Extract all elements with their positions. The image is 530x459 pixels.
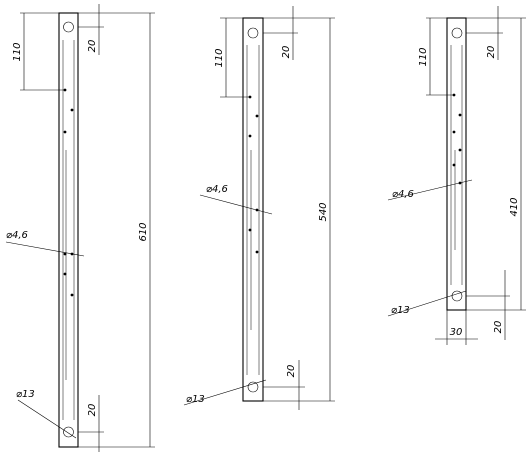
part-540-dim-20-top: 20	[281, 46, 292, 59]
part-540-bottom-hole	[247, 381, 259, 393]
part-610-dim-20-top: 20	[87, 40, 98, 53]
part-540-dim-110: 110	[214, 48, 225, 67]
part-610-bottom-hole	[63, 426, 74, 438]
part-540-bar	[242, 17, 264, 402]
part-540-large-hole-dia: ⌀13	[186, 394, 205, 405]
part-540-top-hole	[247, 27, 259, 39]
part-610-small-hole-dia: ⌀4,6	[6, 230, 28, 241]
part-540: 110 20 540 20 ⌀4,6 ⌀13	[183, 6, 335, 410]
part-540-small-holes	[248, 95, 259, 254]
part-410-dim-width: 30	[450, 327, 463, 338]
part-410-dim-110: 110	[418, 47, 429, 66]
part-610-bar	[58, 12, 79, 448]
part-610-large-hole-dia: ⌀13	[16, 389, 35, 400]
part-540-small-hole-dia: ⌀4,6	[206, 184, 228, 195]
part-410-small-hole-dia: ⌀4,6	[392, 189, 414, 200]
part-540-dim-overall: 540	[318, 202, 329, 221]
part-610-top-hole	[63, 21, 74, 33]
part-410-large-hole-dia: ⌀13	[391, 305, 410, 316]
part-610-dim-overall: 610	[138, 222, 149, 241]
part-410: 110 20 410 20 30 ⌀4,6 ⌀13	[387, 6, 526, 345]
part-410-dim-overall: 410	[509, 197, 520, 216]
part-410-bar	[446, 17, 467, 311]
part-410-bottom-hole	[451, 290, 463, 302]
part-610: 110 20 610 20 ⌀4,6 ⌀13	[5, 4, 155, 452]
part-410-dim-20-bottom: 20	[493, 321, 504, 334]
part-410-top-hole	[451, 27, 463, 39]
part-610-dim-110: 110	[12, 42, 23, 61]
part-610-dim-20-bottom: 20	[87, 404, 98, 417]
part-540-dim-20-bottom: 20	[286, 365, 297, 378]
part-410-dim-20-top: 20	[486, 46, 497, 59]
